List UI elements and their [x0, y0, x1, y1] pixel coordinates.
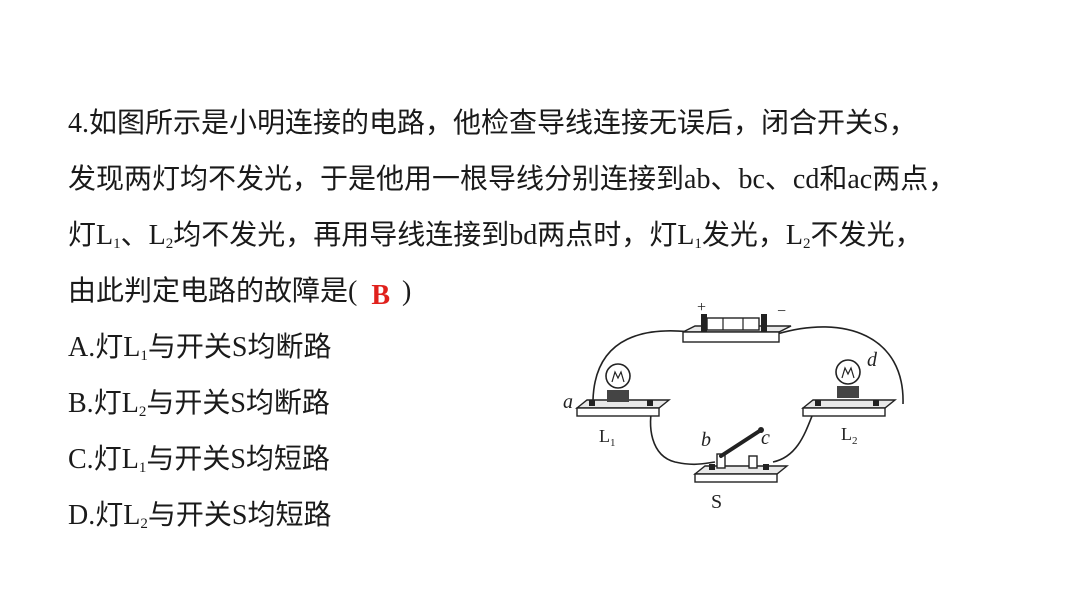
switch-s-label: S [711, 491, 722, 513]
bracket-close: ) [402, 276, 412, 307]
subscript: 2 [803, 236, 811, 252]
subscript: 2 [140, 516, 148, 532]
lamp-l1-label: L1 [599, 426, 616, 449]
point-c-label: c [761, 427, 770, 449]
option-letter: D. [68, 500, 96, 531]
subscript: 1 [694, 236, 702, 252]
question-text: 发现两灯均不发光，于是他用一根导线分别连接到 [68, 162, 685, 195]
point-pair-ac: ac [847, 164, 873, 195]
separator: 、 [710, 162, 739, 195]
question-text: 如图所示是小明连接的电路，他检查导线连接无误后，闭合开关 [89, 106, 874, 139]
option-text: 均短路 [245, 442, 330, 475]
lamp-l2-label: L2 [841, 424, 858, 447]
switch-symbol: S [873, 108, 889, 139]
question-text: 发光， [701, 218, 786, 251]
lamp-symbol: L [785, 220, 804, 251]
lamp-letter: L [841, 424, 852, 444]
subscript: 2 [165, 236, 174, 252]
question-text: 由此判定电路的故障是 [68, 274, 349, 307]
conjunction: 和 [819, 162, 848, 195]
battery-minus-label: − [777, 303, 786, 320]
option-text: 灯 [93, 442, 122, 475]
question-text: 两点时，灯 [537, 218, 678, 251]
option-letter: B. [68, 388, 94, 419]
option-text: 均断路 [247, 330, 332, 363]
bracket-open: ( [348, 276, 358, 307]
circuit-diagram: + − a L1 d L2 b c S [563, 299, 904, 513]
switch-s [693, 427, 789, 483]
point-pair-cd: cd [792, 164, 820, 195]
switch-symbol: S [230, 444, 246, 475]
battery-plus-label: + [697, 299, 706, 316]
subscript: 2 [138, 404, 147, 420]
question-line-3: 灯L1、L2均不发光，再用导线连接到bd两点时，灯L1发光，L2不发光， [68, 216, 923, 255]
option-text: 均短路 [247, 498, 332, 531]
option-a[interactable]: A.灯L1与开关S均断路 [68, 328, 331, 367]
subscript: 1 [113, 236, 121, 252]
option-text: 与开关 [146, 386, 231, 419]
separator: 、 [120, 218, 149, 251]
option-text: 灯 [95, 330, 124, 363]
question-line-4: 由此判定电路的故障是( B) [68, 272, 411, 311]
question-text: 不发光， [810, 218, 923, 251]
lamp-symbol: L [121, 388, 139, 419]
option-text: 与开关 [146, 442, 231, 475]
lamp-symbol: L [121, 444, 139, 475]
point-pair-bc: bc [738, 164, 765, 195]
option-text: 灯 [93, 386, 122, 419]
punctuation: ， [888, 106, 917, 139]
switch-symbol: S [231, 500, 248, 531]
question-text: 均不发光，再用导线连接到 [173, 218, 510, 251]
wire-lamp1-to-switch [649, 403, 716, 466]
subscript: 1 [138, 460, 147, 476]
lamp-symbol: L [96, 220, 114, 251]
point-pair-bd: bd [509, 220, 538, 251]
bulb-icon [835, 359, 861, 385]
lamp-symbol: L [148, 220, 166, 251]
point-pair-ab: ab [684, 164, 711, 195]
point-b-label: b [701, 429, 711, 451]
option-text: 与开关 [147, 498, 232, 531]
lamp-subscript: 2 [852, 435, 858, 447]
option-b[interactable]: B.灯L2与开关S均断路 [68, 384, 330, 423]
battery [682, 314, 792, 343]
lamp-letter: L [599, 426, 610, 446]
question-line-2: 发现两灯均不发光，于是他用一根导线分别连接到ab、bc、cd和ac两点， [68, 160, 956, 199]
point-d-label: d [867, 349, 878, 371]
question-text: 灯 [68, 218, 97, 251]
switch-symbol: S [231, 332, 248, 363]
option-d[interactable]: D.灯L2与开关S均短路 [68, 496, 331, 535]
option-c[interactable]: C.灯L1与开关S均短路 [68, 440, 330, 479]
option-letter: C. [68, 444, 94, 475]
option-text: 与开关 [147, 330, 232, 363]
option-letter: A. [68, 332, 96, 363]
lamp-l1 [575, 363, 671, 417]
bulb-icon [605, 363, 631, 389]
option-text: 灯 [95, 498, 124, 531]
subscript: 1 [140, 348, 148, 364]
switch-symbol: S [230, 388, 246, 419]
lamp-symbol: L [123, 332, 141, 363]
wire-battery-to-lamp2 [776, 326, 904, 405]
option-text: 均断路 [245, 386, 330, 419]
lamp-symbol: L [677, 220, 695, 251]
lamp-symbol: L [123, 500, 141, 531]
separator: 、 [764, 162, 793, 195]
point-a-label: a [563, 391, 573, 413]
lamp-l2 [801, 359, 897, 417]
answer-mark: B [371, 280, 391, 311]
question-text: 两点， [872, 162, 957, 195]
lamp-subscript: 1 [610, 437, 616, 449]
question-number: 4. [68, 108, 89, 139]
question-line-1: 4.如图所示是小明连接的电路，他检查导线连接无误后，闭合开关S， [68, 104, 917, 143]
